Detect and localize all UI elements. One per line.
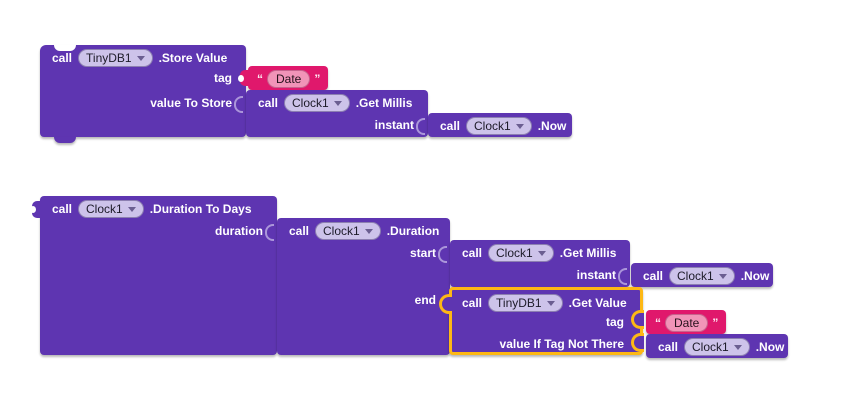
- block-text-string-date[interactable]: “ Date ”: [646, 310, 726, 334]
- param-label-value-if-tag-not-there: value If Tag Not There: [499, 337, 624, 351]
- method-label: .Now: [537, 119, 567, 133]
- call-keyword: call: [52, 202, 73, 216]
- dropdown-label: Clock1: [496, 246, 533, 260]
- dropdown-arrow-icon: [136, 55, 145, 61]
- component-dropdown-tinydb1[interactable]: TinyDB1: [488, 294, 563, 312]
- method-label: .Store Value: [158, 51, 228, 65]
- call-keyword: call: [289, 224, 310, 238]
- dropdown-arrow-icon: [127, 206, 136, 212]
- call-keyword: call: [643, 269, 664, 283]
- param-label-tag: tag: [214, 71, 232, 85]
- dropdown-arrow-icon: [515, 123, 524, 129]
- component-dropdown-tinydb1[interactable]: TinyDB1: [78, 49, 153, 67]
- block-clock1-duration[interactable]: call Clock1 .Duration start end: [277, 218, 450, 355]
- param-label-instant: instant: [374, 118, 414, 132]
- dropdown-arrow-icon: [546, 300, 555, 306]
- param-label-end: end: [414, 293, 436, 307]
- method-label: .Get Value: [568, 296, 627, 310]
- socket-instant: [618, 268, 627, 285]
- block-clock1-now-fallback[interactable]: call Clock1 .Now: [646, 334, 788, 358]
- param-label-tag: tag: [606, 315, 624, 329]
- component-dropdown-clock1[interactable]: Clock1: [466, 117, 532, 135]
- component-dropdown-clock1[interactable]: Clock1: [315, 222, 381, 240]
- top-notch: [54, 45, 76, 51]
- socket-tag-highlighted: [631, 310, 644, 329]
- open-quote: “: [655, 316, 661, 330]
- method-label: .Get Millis: [355, 96, 413, 110]
- dropdown-arrow-icon: [718, 273, 727, 279]
- block-tinydb1-get-value-selected[interactable]: call TinyDB1 .Get Value tag value If Tag…: [439, 287, 644, 355]
- socket-start: [438, 246, 447, 263]
- dropdown-arrow-icon: [364, 228, 373, 234]
- dropdown-label: Clock1: [692, 340, 729, 354]
- component-dropdown-clock1[interactable]: Clock1: [284, 94, 350, 112]
- dropdown-label: Clock1: [86, 202, 123, 216]
- call-keyword: call: [462, 296, 483, 310]
- block-clock1-now[interactable]: call Clock1 .Now: [428, 113, 572, 137]
- block-text-string-date[interactable]: “ Date ”: [238, 66, 328, 90]
- dropdown-label: TinyDB1: [496, 296, 542, 310]
- close-quote: ”: [314, 72, 321, 86]
- dropdown-label: Clock1: [677, 269, 714, 283]
- component-dropdown-clock1[interactable]: Clock1: [488, 244, 554, 262]
- component-dropdown-clock1[interactable]: Clock1: [78, 200, 144, 218]
- block-clock1-duration-to-days[interactable]: call Clock1 .Duration To Days duration: [30, 196, 277, 355]
- plug-tab-highlighted: [439, 294, 452, 314]
- param-label-duration: duration: [215, 224, 263, 238]
- dropdown-label: Clock1: [292, 96, 329, 110]
- method-label: .Now: [740, 269, 770, 283]
- param-label-value-to-store: value To Store: [150, 96, 232, 110]
- call-keyword: call: [462, 246, 483, 260]
- dropdown-label: Clock1: [474, 119, 511, 133]
- method-label: .Get Millis: [559, 246, 617, 260]
- block-clock1-get-millis[interactable]: call Clock1 .Get Millis instant: [246, 90, 428, 137]
- component-dropdown-clock1[interactable]: Clock1: [684, 338, 750, 356]
- call-keyword: call: [440, 119, 461, 133]
- call-keyword: call: [258, 96, 279, 110]
- block-clock1-get-millis-start[interactable]: call Clock1 .Get Millis instant: [450, 240, 630, 287]
- plug-tab: [238, 70, 249, 86]
- method-label: .Duration: [386, 224, 440, 238]
- open-quote: “: [257, 72, 263, 86]
- socket-instant: [416, 118, 425, 135]
- dropdown-label: Clock1: [323, 224, 360, 238]
- method-label: .Duration To Days: [149, 202, 252, 216]
- dropdown-label: TinyDB1: [86, 51, 132, 65]
- param-label-start: start: [409, 246, 436, 260]
- component-dropdown-clock1[interactable]: Clock1: [669, 267, 735, 285]
- socket-duration: [265, 224, 274, 241]
- method-label: .Now: [755, 340, 785, 354]
- block-clock1-now-instant[interactable]: call Clock1 .Now: [631, 263, 773, 287]
- socket-value-to-store: [234, 96, 243, 113]
- dropdown-arrow-icon: [537, 250, 546, 256]
- dropdown-arrow-icon: [333, 100, 342, 106]
- dropdown-arrow-icon: [733, 344, 742, 350]
- param-label-instant: instant: [576, 268, 616, 282]
- call-keyword: call: [658, 340, 679, 354]
- text-field[interactable]: Date: [267, 70, 311, 88]
- plug-tab: [30, 201, 41, 218]
- bottom-bump: [54, 137, 76, 143]
- socket-value-highlighted: [631, 333, 644, 352]
- text-field[interactable]: Date: [665, 314, 709, 332]
- close-quote: ”: [712, 316, 719, 330]
- block-tinydb1-store-value[interactable]: call TinyDB1 .Store Value tag value To S…: [40, 45, 246, 143]
- call-keyword: call: [52, 51, 73, 65]
